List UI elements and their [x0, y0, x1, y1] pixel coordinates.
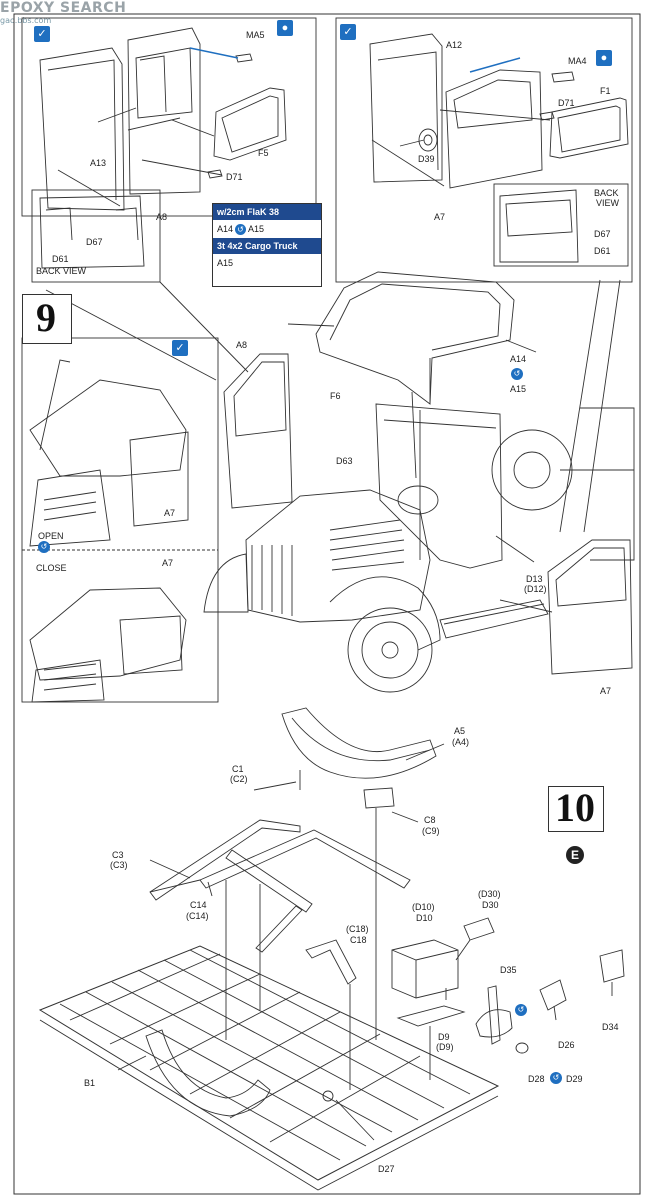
- label-d9b: (D9): [436, 1042, 454, 1052]
- swap-icon-d35: ↺: [515, 1004, 527, 1016]
- label-back-view-left: BACK VIEW: [36, 266, 87, 276]
- label-f6: F6: [330, 391, 341, 401]
- label-c14: C14: [190, 900, 207, 910]
- label-d71-right: D71: [558, 98, 575, 108]
- label-a5: A5: [454, 726, 466, 736]
- label-a4: (A4): [452, 737, 470, 747]
- label-a7-inset: A7: [164, 508, 176, 518]
- label-d9: D9: [438, 1032, 450, 1042]
- label-d13: D13: [526, 574, 543, 584]
- label-c3b: (C3): [110, 860, 128, 870]
- paint-drop-icon: ●: [277, 20, 293, 36]
- step-10-box: [548, 786, 604, 832]
- label-c2: (C2): [230, 774, 248, 784]
- label-c3: C3: [112, 850, 124, 860]
- label-d30: D30: [482, 900, 499, 910]
- variant-cargo-header: 3t 4x2 Cargo Truck: [213, 238, 321, 254]
- label-a7-right: A7: [600, 686, 612, 696]
- label-d39: D39: [418, 154, 435, 164]
- variant-info-box: w/2cm FlaK 38 A14 ↺ A15 3t 4x2 Cargo Tru…: [212, 203, 322, 287]
- label-a7-top: A7: [434, 212, 446, 222]
- label-d35: D35: [500, 965, 517, 975]
- step-9-box: [22, 294, 72, 344]
- label-f5: F5: [258, 148, 269, 158]
- label-c14b: (C14): [186, 911, 209, 921]
- label-b1: B1: [84, 1078, 96, 1088]
- label-d12: (D12): [524, 584, 547, 594]
- brush-icon-left: ✓: [34, 26, 50, 42]
- variant-flak-header: w/2cm FlaK 38: [213, 204, 321, 220]
- label-a7-inset2: A7: [162, 558, 174, 568]
- label-d63: D63: [336, 456, 353, 466]
- watermark-brand: EPOXY SEARCH: [0, 0, 127, 16]
- label-d29: D29: [566, 1074, 583, 1084]
- label-open: OPEN: [38, 531, 64, 541]
- label-ma4: MA4: [568, 56, 587, 66]
- label-d27: D27: [378, 1164, 395, 1174]
- paint-drop-icon-right: ●: [596, 50, 612, 66]
- label-d71-left: D71: [226, 172, 243, 182]
- label-a8-top: A8: [156, 212, 168, 222]
- step-10-number: 10: [555, 785, 595, 830]
- part-a14-ref: A14: [217, 224, 234, 234]
- label-d34: D34: [602, 1022, 619, 1032]
- variant-cargo-parts: A15: [213, 254, 321, 272]
- label-d61-right: D61: [594, 246, 611, 256]
- label-a13: A13: [90, 158, 107, 168]
- watermark-domain: gao.bbs.com: [0, 16, 52, 25]
- label-c1: C1: [232, 764, 244, 774]
- brush-icon-inset: ✓: [172, 340, 188, 356]
- part-a15-cargo-ref: A15: [217, 258, 234, 268]
- brush-icon: ✓: [340, 24, 356, 40]
- label-d61-left: D61: [52, 254, 69, 264]
- parts-tree-e-badge: E: [566, 846, 584, 864]
- label-d67-right: D67: [594, 229, 611, 239]
- label-d67-left: D67: [86, 237, 103, 247]
- label-d30a: (D30): [478, 889, 501, 899]
- label-back: BACK: [594, 188, 619, 198]
- swap-icon-a14: ↺: [511, 368, 523, 380]
- label-d10a: (D10): [412, 902, 435, 912]
- label-ma5: MA5: [246, 30, 265, 40]
- label-a15: A15: [510, 384, 527, 394]
- swap-icon-d28: ↺: [550, 1072, 562, 1084]
- part-a15-ref: A15: [248, 224, 265, 234]
- step-9-number: 9: [36, 295, 56, 340]
- swap-icon-open-close: ↺: [38, 541, 50, 553]
- label-d28: D28: [528, 1074, 545, 1084]
- label-f1: F1: [600, 86, 611, 96]
- label-a12: A12: [446, 40, 463, 50]
- label-c18a: (C18): [346, 924, 369, 934]
- label-a8-mid: A8: [236, 340, 248, 350]
- label-a14: A14: [510, 354, 527, 364]
- variant-flak-parts: A14 ↺ A15: [213, 220, 321, 238]
- label-view: VIEW: [596, 198, 620, 208]
- label-close: CLOSE: [36, 563, 67, 573]
- swap-icon: ↺: [235, 223, 247, 235]
- label-d26: D26: [558, 1040, 575, 1050]
- label-d10: D10: [416, 913, 433, 923]
- label-c8: C8: [424, 815, 436, 825]
- label-c18: C18: [350, 935, 367, 945]
- label-c9: (C9): [422, 826, 440, 836]
